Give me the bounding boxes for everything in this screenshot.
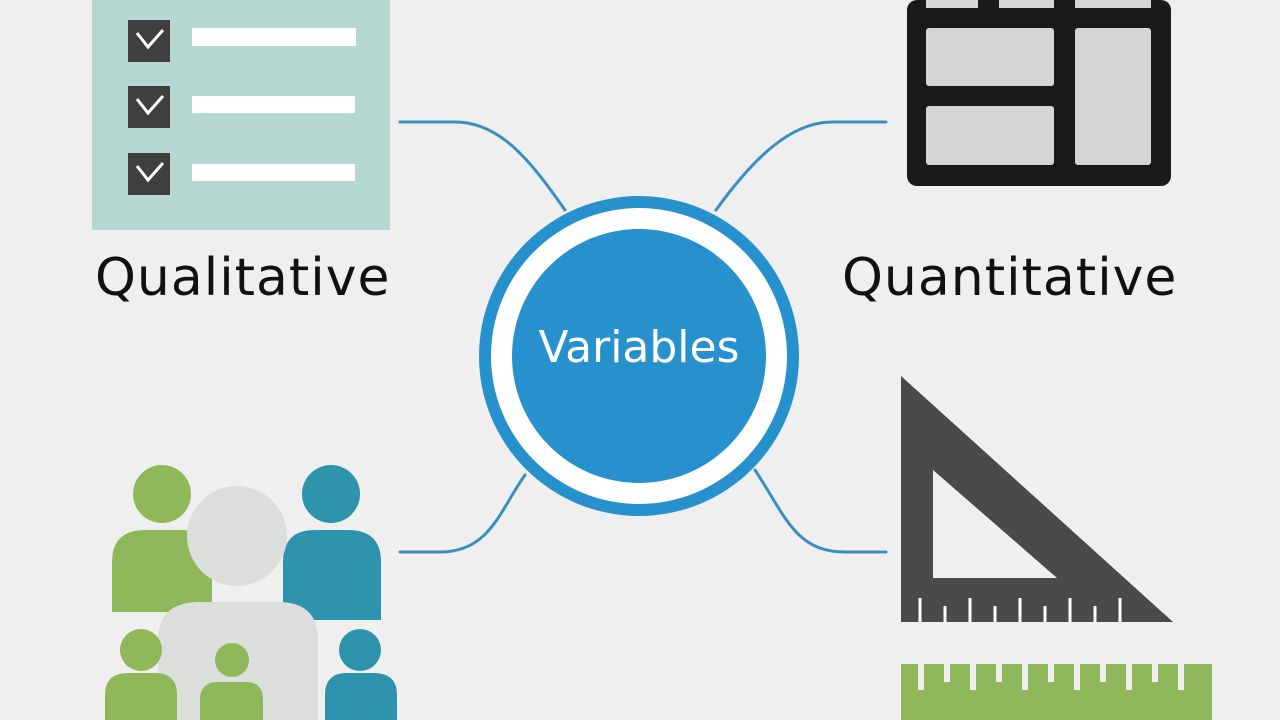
ruler-green	[901, 664, 1212, 720]
connector-bottom-left	[398, 473, 527, 554]
center-inner-disc	[512, 229, 766, 483]
quantitative-label: Quantitative	[842, 248, 1178, 308]
set-square-ruler-icon	[901, 376, 1212, 720]
qualitative-label: Qualitative	[95, 248, 391, 308]
grid-table-icon	[907, 0, 1171, 186]
variables-label: Variables	[538, 322, 740, 373]
connector-top-right	[714, 120, 888, 212]
checklist-icon	[92, 0, 390, 230]
connector-bottom-right	[753, 468, 888, 554]
connector-top-left	[398, 120, 567, 212]
connectors	[398, 120, 888, 554]
center-node	[479, 196, 799, 516]
people-group-icon	[105, 465, 397, 720]
